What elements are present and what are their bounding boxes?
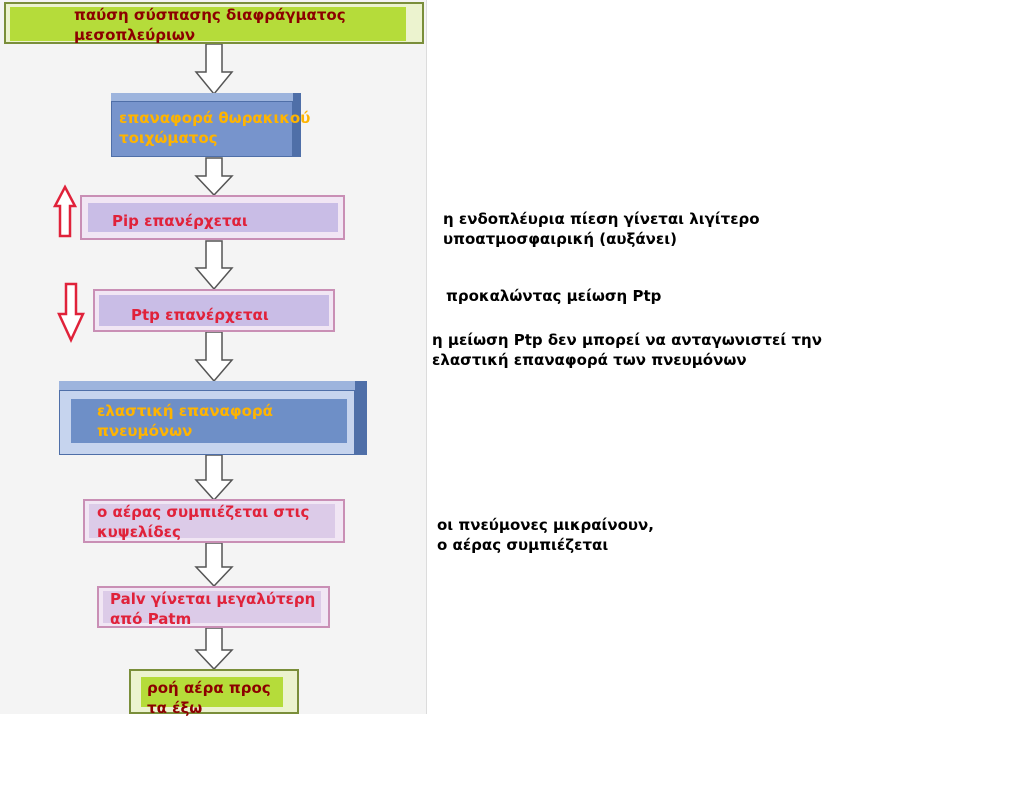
step-air-flow-out: ροή αέρα προς τα έξω (129, 669, 299, 717)
step-air-flow-out-line2: τα έξω (147, 699, 203, 717)
step-pause-contraction-line1: παύση σύσπασης διαφράγματος (74, 6, 346, 24)
flow-arrow-icon (194, 542, 234, 588)
step-pause-contraction-fill (10, 7, 406, 41)
step-chest-wall-recoil-line1: επαναφορά θωρακικού (119, 109, 311, 127)
step-pause-contraction: παύση σύσπασης διαφράγματος μεσοπλεύριων (4, 2, 424, 44)
note-pleural-pressure-line2: υποατμοσφαιρική (αυξάνει) (443, 230, 677, 248)
note-lungs-shrink-line1: οι πνεύμονες μικραίνουν, (437, 516, 654, 534)
note-ptp-decrease-line1: προκαλώντας μείωση Ptp (446, 287, 662, 305)
step-lung-elastic-recoil-line1: ελαστική επαναφορά (97, 402, 273, 420)
step-air-compressed-alveoli-line1: ο αέρας συμπιέζεται στις (97, 503, 310, 521)
flow-arrow-icon (194, 43, 234, 96)
step-air-compressed-alveoli-line2: κυψελίδες (97, 523, 181, 541)
note-ptp-vs-recoil-line1: η μείωση Ptp δεν μπορεί να ανταγωνιστεί … (432, 331, 822, 349)
flow-arrow-icon (194, 627, 234, 671)
flow-arrows (52, 43, 234, 671)
note-lungs-shrink: οι πνεύμονες μικραίνουν, ο αέρας συμπιέζ… (437, 515, 654, 555)
step-lung-elastic-recoil: ελαστική επαναφορά πνευμόνων (59, 381, 367, 455)
down-arrow-icon (57, 282, 85, 343)
note-pleural-pressure-line1: η ενδοπλέυρια πίεση γίνεται λιγίτερο (443, 210, 760, 228)
step-palv-greater-line1: Palv γίνεται μεγαλύτερη (110, 590, 316, 608)
step-palv-greater-line2: από Patm (110, 610, 192, 628)
up-arrow-icon (52, 184, 78, 238)
note-pleural-pressure: η ενδοπλέυρια πίεση γίνεται λιγίτερο υπο… (443, 209, 760, 249)
step-lung-elastic-recoil-line2: πνευμόνων (97, 422, 193, 440)
step-air-compressed-alveoli: ο αέρας συμπιέζεται στις κυψελίδες (83, 499, 345, 543)
flow-arrow-icon (194, 240, 234, 291)
step-pip-returns: Pip επανέρχεται (80, 195, 345, 240)
note-ptp-vs-recoil: η μείωση Ptp δεν μπορεί να ανταγωνιστεί … (432, 330, 822, 370)
note-ptp-vs-recoil-line2: ελαστική επαναφορά των πνευμόνων (432, 351, 747, 369)
step-palv-greater: Palv γίνεται μεγαλύτερη από Patm (97, 586, 330, 628)
step-pip-returns-label: Pip επανέρχεται (112, 212, 248, 230)
step-pause-contraction-line2: μεσοπλεύριων (74, 26, 196, 44)
flow-arrow-icon (194, 157, 234, 197)
note-lungs-shrink-line2: ο αέρας συμπιέζεται (437, 536, 609, 554)
step-air-flow-out-line1: ροή αέρα προς (147, 679, 271, 697)
flow-arrow-icon (194, 331, 234, 383)
step-ptp-returns: Ptp επανέρχεται (93, 289, 335, 332)
step-chest-wall-recoil-line2: τοιχώματος (119, 129, 218, 147)
step-ptp-returns-label: Ptp επανέρχεται (131, 306, 269, 324)
step-chest-wall-recoil: επαναφορά θωρακικού τοιχώματος (111, 93, 310, 157)
note-ptp-decrease: προκαλώντας μείωση Ptp (446, 286, 661, 306)
flow-arrow-icon (194, 454, 234, 502)
